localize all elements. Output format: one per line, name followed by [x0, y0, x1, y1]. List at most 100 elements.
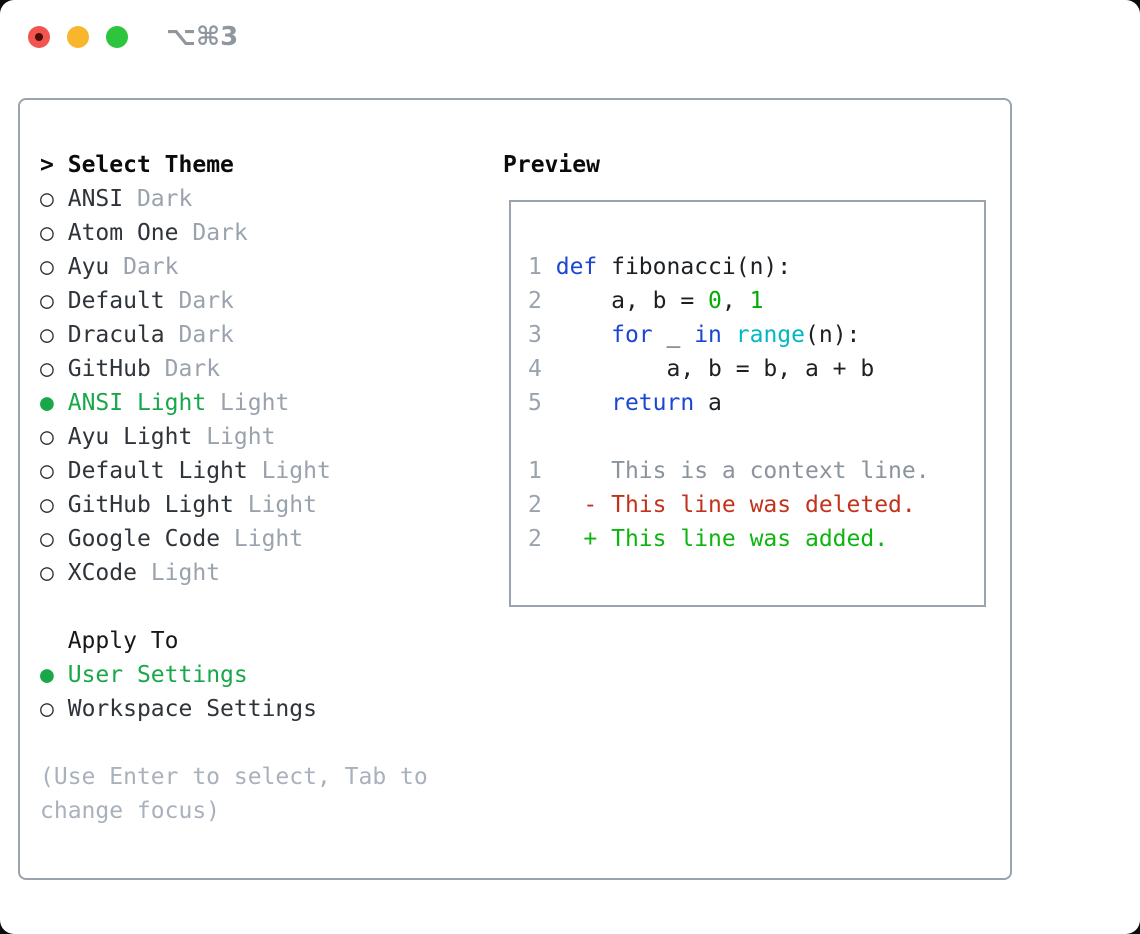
spacer [54, 390, 68, 416]
code-token: def [555, 254, 598, 280]
spacer [54, 492, 68, 518]
spacer [54, 288, 68, 314]
line-number: 4 [528, 356, 542, 382]
theme-option-ayu[interactable]: ○ Ayu Dark [40, 250, 331, 284]
radio-unselected-icon: ○ [40, 254, 54, 280]
spacer [54, 186, 68, 212]
line-number: 5 [528, 390, 542, 416]
spacer [542, 492, 556, 518]
theme-option-default[interactable]: ○ Default Dark [40, 284, 331, 318]
theme-option-label: ANSI Light [67, 390, 207, 416]
code-token [722, 322, 736, 348]
code-token [556, 492, 584, 518]
theme-option-default-light[interactable]: ○ Default Light Light [40, 454, 331, 488]
diff-preview-lines: 1 This is a context line.2 - This line w… [528, 454, 930, 556]
theme-variant-tag: Dark [123, 186, 193, 212]
spacer [54, 662, 68, 688]
radio-unselected-icon: ○ [40, 186, 54, 212]
code-token: in [694, 322, 722, 348]
theme-variant-tag: Light [247, 458, 331, 484]
close-button[interactable] [28, 26, 50, 48]
prompt-icon: > [40, 152, 54, 178]
radio-unselected-icon: ○ [40, 322, 54, 348]
line-number: 3 [528, 322, 542, 348]
spacer [54, 526, 68, 552]
spacer [54, 696, 68, 722]
theme-variant-tag: Light [220, 526, 304, 552]
code-line: 3 for _ in range(n): [528, 318, 930, 352]
apply-to-header: Apply To [40, 624, 317, 658]
code-line: 1 def fibonacci(n): [528, 250, 930, 284]
theme-option-label: Ayu Light [67, 424, 193, 450]
window-title: ⌥⌘3 [166, 22, 239, 52]
minimize-button[interactable] [67, 26, 89, 48]
theme-option-google-code[interactable]: ○ Google Code Light [40, 522, 331, 556]
theme-variant-tag: Dark [150, 356, 221, 382]
spacer [54, 220, 68, 246]
zoom-button[interactable] [106, 26, 128, 48]
apply-option-label: User Settings [67, 662, 248, 688]
theme-option-label: Atom One [67, 220, 179, 246]
theme-option-label: Dracula [67, 322, 165, 348]
theme-option-xcode[interactable]: ○ XCode Light [40, 556, 331, 590]
radio-unselected-icon: ○ [40, 492, 54, 518]
code-line: 4 a, b = b, a + b [528, 352, 930, 386]
code-token [556, 322, 611, 348]
spacer [54, 424, 68, 450]
theme-option-label: GitHub [67, 356, 151, 382]
spacer [542, 254, 556, 280]
theme-variant-tag: Light [192, 424, 276, 450]
radio-unselected-icon: ○ [40, 696, 54, 722]
code-token [556, 390, 611, 416]
theme-option-label: ANSI [67, 186, 124, 212]
spacer [542, 288, 556, 314]
theme-option-dracula[interactable]: ○ Dracula Dark [40, 318, 331, 352]
theme-list: > Select Theme ○ ANSI Dark○ Atom One Dar… [40, 148, 331, 590]
code-token: 0 [708, 288, 722, 314]
theme-option-label: XCode [67, 560, 137, 586]
code-token: , [721, 288, 750, 314]
line-number: 2 [528, 492, 542, 518]
code-token: This is a context line. [555, 458, 930, 484]
theme-option-ansi-light[interactable]: ● ANSI Light Light [40, 386, 331, 420]
apply-option-label: Workspace Settings [67, 696, 317, 722]
help-line-1: (Use Enter to select, Tab to [40, 764, 428, 790]
theme-option-github-light[interactable]: ○ GitHub Light Light [40, 488, 331, 522]
spacer [542, 458, 556, 484]
code-token: fibonacci(n): [597, 254, 792, 280]
code-line: 5 return a [528, 386, 930, 420]
theme-variant-tag: Dark [164, 288, 234, 314]
preview-title: Preview [503, 152, 600, 178]
theme-option-label: Google Code [67, 526, 221, 552]
radio-selected-icon: ● [40, 662, 54, 688]
help-text: (Use Enter to select, Tab to change focu… [40, 760, 428, 828]
theme-option-github[interactable]: ○ GitHub Dark [40, 352, 331, 386]
code-token: a, b = [555, 288, 709, 314]
theme-option-atom-one[interactable]: ○ Atom One Dark [40, 216, 331, 250]
apply-option-workspace-settings[interactable]: ○ Workspace Settings [40, 692, 317, 726]
code-token: - This line was deleted. [583, 492, 916, 518]
theme-variant-tag: Light [136, 560, 221, 586]
radio-unselected-icon: ○ [40, 560, 54, 586]
spacer [542, 526, 556, 552]
spacer [54, 356, 68, 382]
apply-option-user-settings[interactable]: ● User Settings [40, 658, 317, 692]
theme-option-label: GitHub Light [67, 492, 234, 518]
help-line-2: change focus) [40, 798, 221, 824]
theme-option-ansi[interactable]: ○ ANSI Dark [40, 182, 331, 216]
apply-to-title: Apply To [67, 628, 179, 654]
spacer [54, 458, 68, 484]
radio-selected-icon: ● [40, 390, 54, 416]
code-token [556, 526, 584, 552]
theme-picker-panel: > Select Theme ○ ANSI Dark○ Atom One Dar… [18, 98, 1012, 880]
theme-option-ayu-light[interactable]: ○ Ayu Light Light [40, 420, 331, 454]
code-token: a, b = b, a + b [555, 356, 875, 382]
spacer [54, 322, 68, 348]
radio-unselected-icon: ○ [40, 220, 54, 246]
theme-variant-tag: Dark [178, 220, 248, 246]
theme-variant-tag: Light [206, 390, 290, 416]
code-token: for [611, 322, 653, 348]
